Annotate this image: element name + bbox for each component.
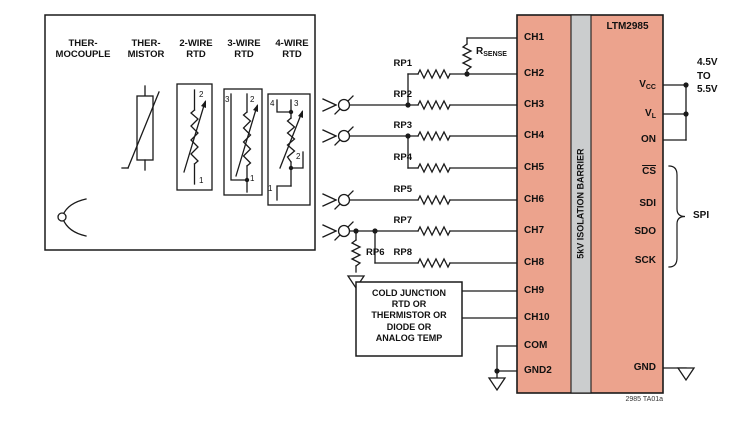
label-rp6: RP6 (366, 247, 385, 258)
resistor-rp6-icon (350, 239, 362, 267)
rtd3-pin-1: 1 (250, 174, 255, 183)
rtd-3wire-icon (223, 88, 263, 196)
sensor-label-thermistor: THER-MISTOR (127, 38, 165, 60)
pin-sdi: SDI (639, 198, 656, 209)
thermistor-icon (121, 85, 160, 171)
label-rp3: RP3 (393, 120, 412, 131)
label-rp8: RP8 (393, 247, 412, 258)
sensor-label-thermocouple: THER-MOCOUPLE (55, 38, 111, 60)
rtd4-pin-1: 1 (268, 184, 273, 193)
figure-reference: 2985 TA01a (625, 396, 664, 403)
resistor-rp5-icon (417, 194, 451, 206)
rtd3-pin-2: 2 (250, 95, 255, 104)
input-jack-icons (322, 95, 354, 241)
label-rp7: RP7 (393, 215, 412, 226)
junction-dots (353, 71, 689, 374)
pin-ch3: CH3 (524, 99, 545, 110)
ground-icon (676, 367, 696, 382)
jack-icon (322, 190, 354, 210)
jack-icon (322, 126, 354, 146)
pin-sdo: SDO (634, 226, 656, 237)
resistor-rp3-icon (417, 130, 451, 142)
pin-cs: CS (642, 166, 656, 177)
resistor-rp8-icon (417, 257, 451, 269)
pin-ch8: CH8 (524, 257, 545, 268)
spi-label: SPI (693, 210, 710, 221)
label-rp1: RP1 (393, 58, 412, 69)
pin-sck: SCK (634, 255, 656, 266)
rtd4-pin-4: 4 (270, 99, 275, 108)
resistor-rp2-icon (417, 99, 451, 111)
pin-ch2: CH2 (524, 68, 545, 79)
pin-ch1: CH1 (524, 32, 545, 43)
pin-on: ON (641, 134, 656, 145)
rtd4-pin-3: 3 (294, 99, 299, 108)
jack-icon (322, 221, 354, 241)
resistor-rp7-icon (417, 225, 451, 237)
cold-junction-box-outline (355, 281, 463, 357)
pin-gnd: GND (633, 362, 656, 373)
label-rp4: RP4 (393, 152, 412, 163)
resistor-rsense-icon (461, 43, 473, 71)
resistor-rp4-icon (417, 162, 451, 174)
pin-ch9: CH9 (524, 285, 545, 296)
pin-ch10: CH10 (524, 312, 550, 323)
spi-brace (668, 165, 686, 268)
pin-ch6: CH6 (524, 194, 545, 205)
sensor-panel-outline (44, 14, 316, 251)
pin-gnd2: GND2 (524, 365, 552, 376)
ic-part-number: LTM2985 (606, 21, 649, 32)
thermocouple-icon (57, 198, 87, 237)
label-rp2: RP2 (393, 89, 412, 100)
isolation-barrier-bar (570, 14, 592, 394)
pin-vcc: VCC (639, 79, 656, 91)
resistor-rp1-icon (417, 68, 451, 80)
pin-ch4: CH4 (524, 130, 545, 141)
pin-ch5: CH5 (524, 162, 545, 173)
rtd-2wire-icon (176, 83, 213, 191)
ic-block (516, 14, 664, 394)
label-rp5: RP5 (393, 184, 412, 195)
rtd4-pin-2: 2 (296, 152, 301, 161)
pin-vl: VL (645, 108, 656, 120)
ground-icon (487, 377, 507, 392)
rtd2-pin-2: 2 (199, 90, 204, 99)
label-rsense: RSENSE (476, 46, 507, 58)
isolation-barrier-label: 5kV ISOLATION BARRIER (575, 148, 586, 259)
rtd2-pin-1: 1 (199, 176, 204, 185)
cold-junction-text: COLD JUNCTION RTD OR THERMISTOR OR DIODE… (371, 288, 447, 343)
rtd3-pin-3: 3 (225, 95, 230, 104)
jack-icon (322, 95, 354, 115)
supply-voltage-label: 4.5V TO 5.5V (697, 57, 718, 95)
rtd-4wire-icon (267, 93, 311, 206)
pin-ch7: CH7 (524, 225, 545, 236)
pin-com: COM (524, 340, 548, 351)
